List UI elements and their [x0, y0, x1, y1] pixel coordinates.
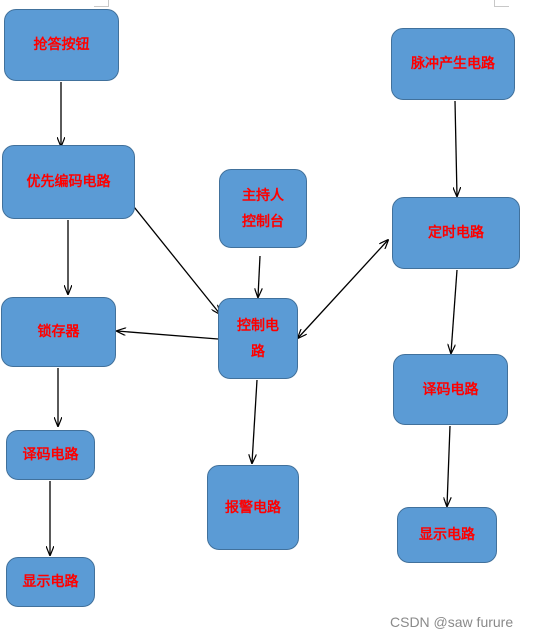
arrow-kongzhi-to-baojing [252, 379, 258, 463]
node-label: 译码电路 [422, 381, 479, 398]
node-label-line2: 控制台 [242, 213, 284, 230]
node-priority-encoder: 优先编码电路 [2, 145, 135, 219]
watermark-text: CSDN @saw furure [390, 614, 514, 630]
node-label: 优先编码电路 [26, 174, 111, 190]
node-label: 显示电路 [22, 574, 79, 590]
arrow-maichong-to-dingshi [455, 100, 457, 196]
page-corner-mark-right [494, 0, 509, 7]
node-label-line1: 控制电 [237, 317, 279, 334]
node-display-right: 显示电路 [397, 507, 497, 563]
node-control-circuit: 控制电 路 [218, 298, 298, 379]
arrow-dingshi-to-yima-right [451, 269, 458, 353]
node-label: 定时电路 [428, 225, 484, 241]
node-label-line2: 路 [251, 343, 265, 360]
node-alarm-circuit: 报警电路 [207, 465, 299, 550]
page-corner-mark-left [94, 0, 109, 7]
node-label: 锁存器 [37, 324, 80, 340]
node-pulse-generator: 脉冲产生电路 [391, 28, 515, 100]
node-label-line1: 主持人 [242, 187, 284, 204]
node-label: 脉冲产生电路 [411, 56, 495, 72]
node-display-left: 显示电路 [6, 557, 95, 607]
node-host-console: 主持人 控制台 [219, 169, 307, 248]
arrow-kongzhi-to-suocun [117, 331, 219, 340]
node-label: 报警电路 [225, 499, 281, 516]
arrow-kongzhi-dingshi-bidirectional [298, 240, 388, 338]
node-label: 抢答按钮 [33, 37, 90, 53]
node-decoder-left: 译码电路 [6, 430, 95, 480]
node-label: 译码电路 [22, 447, 79, 463]
node-timer-circuit: 定时电路 [392, 197, 520, 269]
arrow-zhuchi-to-kongzhi [258, 255, 260, 297]
arrow-yima-right-to-xianshi-right [447, 425, 450, 506]
arrow-youxian-kongzhi-bidirectional [122, 192, 220, 314]
node-qiangda-button: 抢答按钮 [4, 9, 119, 81]
node-latch: 锁存器 [1, 297, 116, 367]
node-label: 显示电路 [419, 527, 475, 543]
node-decoder-right: 译码电路 [393, 354, 508, 425]
